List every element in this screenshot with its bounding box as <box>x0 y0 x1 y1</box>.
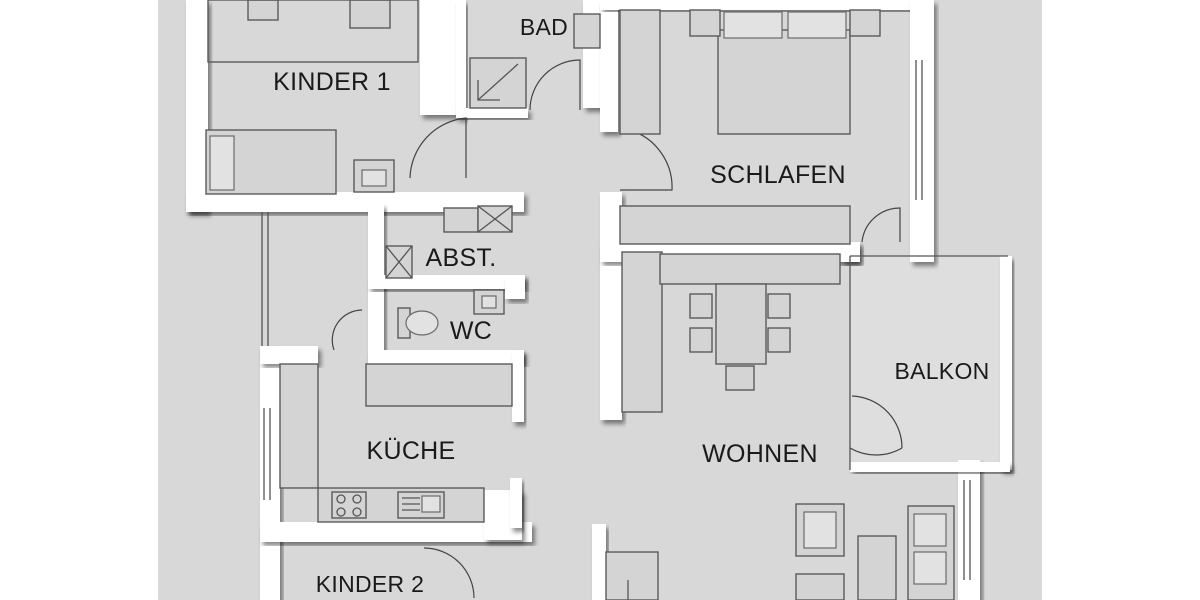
bad-furniture <box>469 13 601 109</box>
kinder1-furniture <box>205 0 419 195</box>
label-balkon: BALKON <box>894 358 989 384</box>
label-abst: ABST. <box>426 244 497 272</box>
doors <box>331 59 903 599</box>
label-schlafen: SCHLAFEN <box>710 161 846 189</box>
label-wc: WC <box>450 317 492 345</box>
kueche-furniture <box>279 363 485 523</box>
label-kinder1: KINDER 1 <box>273 68 391 96</box>
label-wohnen: WOHNEN <box>702 440 818 468</box>
wc-furniture <box>397 289 505 339</box>
window-lines <box>261 60 1008 580</box>
wohnen-furniture <box>365 251 955 600</box>
balcony-floor <box>850 256 1008 470</box>
schlafen-furniture <box>619 9 881 245</box>
label-kinder2: KINDER 2 <box>316 571 424 597</box>
abst-furniture <box>385 205 513 279</box>
label-bad: BAD <box>520 14 568 40</box>
walls <box>186 0 1012 600</box>
label-kueche: KÜCHE <box>366 437 455 465</box>
room-labels: KINDER 1 BAD SCHLAFEN ABST. WC BALKON KÜ… <box>273 14 989 597</box>
